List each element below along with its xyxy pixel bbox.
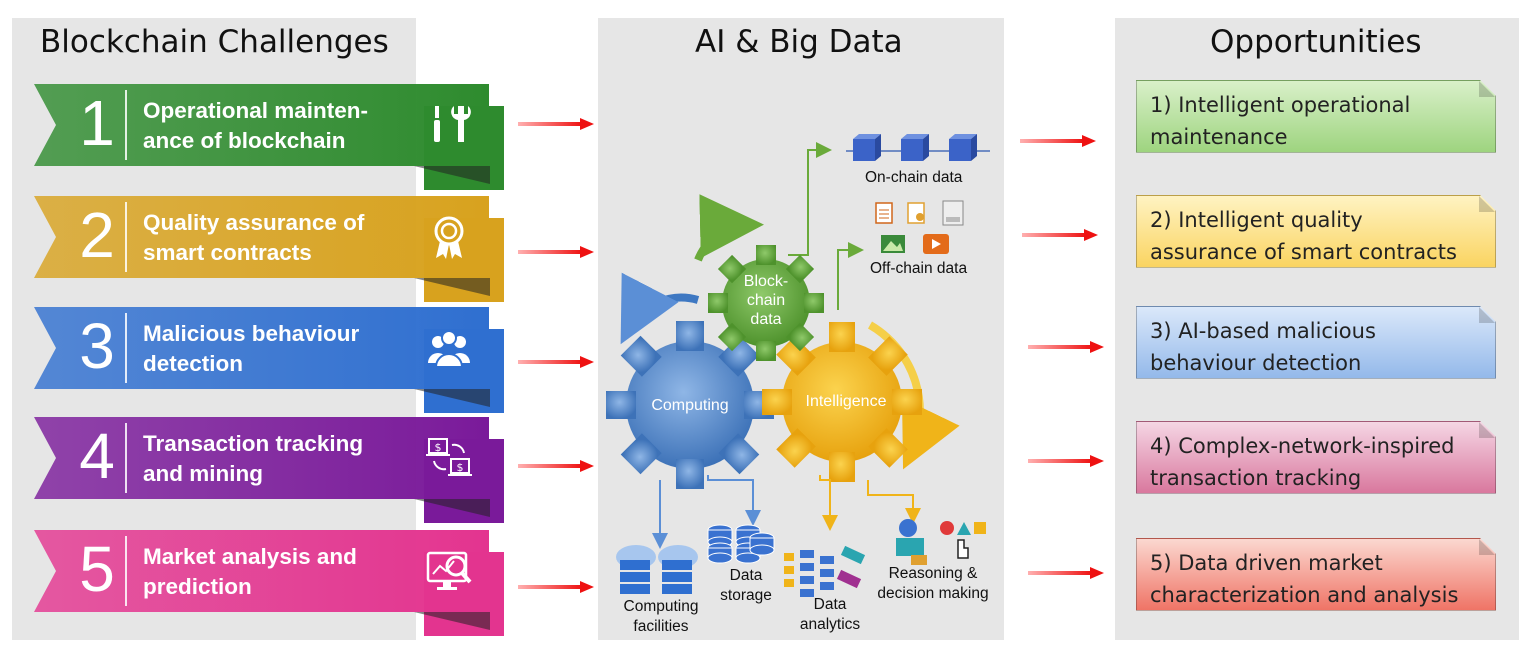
ai-big-data-title: AI & Big Data (695, 24, 903, 60)
arrow-icon (1020, 135, 1096, 147)
separator (125, 90, 127, 160)
challenge-number: 1 (79, 87, 115, 159)
arrow-icon (1028, 567, 1104, 579)
challenge-number: 4 (79, 420, 115, 492)
banner-front (34, 84, 489, 166)
computing-gear (606, 321, 774, 489)
arrow-icon (518, 581, 594, 593)
banner-front (34, 417, 489, 499)
arrow-icon (518, 118, 594, 130)
computing-gear-label: Computing (651, 397, 729, 414)
arrow-icon (518, 356, 594, 368)
opportunities-title: Opportunities (1210, 24, 1422, 60)
ai-big-data-diagram (606, 134, 990, 597)
separator (125, 313, 127, 383)
separator (125, 536, 127, 606)
arrow-icon (518, 460, 594, 472)
challenge-label: Operational mainten-ance of blockchain (143, 98, 369, 153)
svg-text:$: $ (435, 441, 442, 454)
onchain-label: On-chain data (865, 169, 963, 186)
challenge-number: 2 (79, 199, 115, 271)
data-analytics-icon (784, 545, 866, 597)
challenge-1: 1 Operational mainten-ance of blockchain (34, 84, 504, 190)
tools-icon (426, 102, 472, 148)
banner-front (34, 530, 489, 612)
file-icons (875, 200, 964, 254)
reasoning-label: Reasoning &decision making (877, 565, 989, 602)
banner-front (34, 307, 489, 389)
offchain-label: Off-chain data (870, 260, 968, 277)
separator (125, 423, 127, 493)
award-ribbon-icon (426, 214, 472, 260)
block-icon (853, 134, 977, 161)
separator (125, 202, 127, 272)
reasoning-icon (896, 519, 986, 565)
arrow-icon (1028, 341, 1104, 353)
money-exchange-icon: $$ (426, 435, 472, 481)
arrow-icon (1022, 229, 1098, 241)
banner-front (34, 196, 489, 278)
monitor-analytics-icon (426, 548, 472, 594)
svg-text:$: $ (457, 461, 464, 474)
challenges-title: Blockchain Challenges (40, 24, 389, 60)
challenge-number: 5 (79, 533, 115, 605)
intelligence-gear-label: Intelligence (805, 393, 887, 410)
users-group-icon (426, 325, 472, 371)
arrow-icon (518, 246, 594, 258)
intelligence-gear (762, 322, 922, 482)
cloud-server-icon (616, 545, 698, 594)
blockchain-gear-label: Block- chain data (743, 273, 789, 328)
challenge-number: 3 (79, 310, 115, 382)
database-icon (707, 524, 775, 564)
arrow-icon (1028, 455, 1104, 467)
